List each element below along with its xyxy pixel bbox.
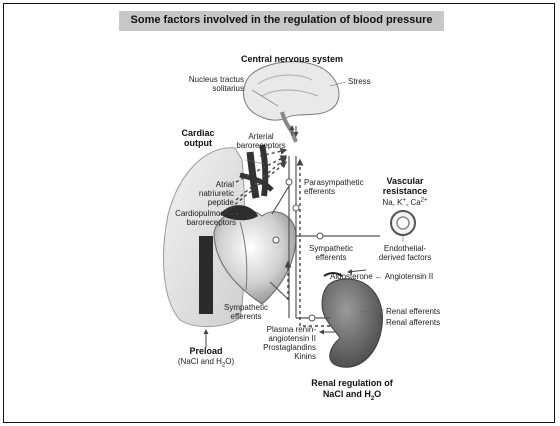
label-plasma-renin: Plasma renin- [236, 325, 316, 334]
vessel-cross-section [391, 211, 415, 235]
label-peptide: peptide [168, 198, 234, 207]
label-output: output [172, 138, 224, 148]
label-renal-afferents: Renal afferents [386, 318, 440, 327]
label-derived-factors: derived factors [362, 253, 448, 262]
vena-cava [199, 236, 213, 314]
label-sympathetic-top: Sympathetic [302, 244, 360, 253]
kidney [322, 279, 382, 367]
label-sympathetic-bottom-efferents: efferents [214, 312, 278, 321]
label-nacl-h2o: NaCl and H2O [296, 389, 408, 399]
label-angiotensin-ii: angiotensin II [236, 334, 316, 343]
label-endothelial: Endothelial- [370, 244, 440, 253]
label-cardiopulmonary: Cardiopulmonary [156, 209, 236, 218]
label-prostaglandins: Prostaglandins [236, 343, 316, 352]
great-vessels [240, 145, 272, 198]
label-aldosterone: Aldosterone ← Angiotensin II [330, 272, 433, 281]
label-stress: Stress [348, 77, 371, 86]
brain [244, 62, 339, 142]
label-kinins: Kinins [236, 352, 316, 361]
label-nucleus-tractus: Nucleus tractus [148, 75, 244, 84]
label-ions: Na, K+, Ca2+ [370, 198, 440, 207]
label-atrial: Atrial [168, 180, 234, 189]
label-sympathetic-top-efferents: efferents [302, 253, 360, 262]
label-arterial: Arterial [228, 132, 294, 141]
label-renal-regulation: Renal regulation of [296, 378, 408, 388]
label-vascular: Vascular [370, 176, 440, 186]
label-central-nervous-system: Central nervous system [232, 54, 352, 64]
label-solitarius: solitarius [148, 84, 244, 93]
label-renal-efferents: Renal efferents [386, 307, 440, 316]
label-cardiopulmonary-baroreceptors: baroreceptors [156, 218, 236, 227]
label-cardiac: Cardiac [172, 128, 224, 138]
label-preload: Preload [176, 346, 236, 356]
label-parasympathetic-efferents: efferents [304, 187, 335, 196]
label-parasympathetic: Parasympathetic [304, 178, 364, 187]
label-preload-sub: (NaCl and H2O) [170, 357, 242, 366]
label-baroreceptors: baroreceptors [228, 141, 294, 150]
label-resistance: resistance [370, 186, 440, 196]
label-natriuretic: natriuretic [168, 189, 234, 198]
label-sympathetic-bottom: Sympathetic [214, 303, 278, 312]
